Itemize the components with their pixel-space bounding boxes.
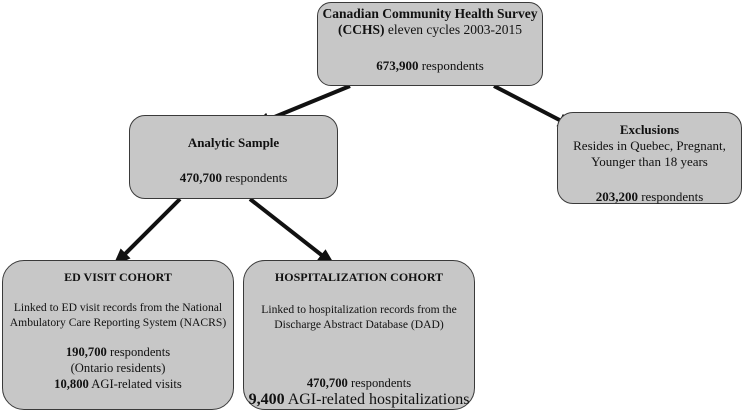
ed-cohort-visits-label: AGI-related visits bbox=[88, 377, 182, 391]
hosp-cohort-hospitalizations-label: AGI-related hospitalizations bbox=[284, 391, 470, 408]
arrow-to-ed-cohort bbox=[112, 197, 182, 267]
cchs-count: 673,900 bbox=[376, 58, 419, 73]
arrow-to-hosp-cohort bbox=[248, 197, 336, 266]
cchs-count-label: respondents bbox=[418, 58, 484, 73]
hosp-cohort-title: HOSPITALIZATION COHORT bbox=[274, 270, 444, 284]
ed-cohort-residents: (Ontario residents) bbox=[70, 361, 166, 375]
cchs-title: Canadian Community Health Survey (CCHS) bbox=[322, 6, 538, 37]
cchs-box: Canadian Community Health Survey (CCHS) … bbox=[317, 2, 543, 86]
ed-cohort-description: Linked to ED visit records from the Nati… bbox=[9, 301, 227, 329]
hosp-cohort-description: Linked to hospitalization records from t… bbox=[261, 303, 457, 331]
ed-cohort-title: ED VISIT COHORT bbox=[64, 270, 172, 284]
exclusions-box: Exclusions Resides in Quebec, Pregnant, … bbox=[557, 112, 742, 204]
cchs-title-rest: eleven cycles 2003-2015 bbox=[384, 22, 523, 37]
ed-cohort-count-label: respondents bbox=[106, 345, 171, 359]
analytic-count-label: respondents bbox=[221, 170, 288, 185]
analytic-count: 470,700 bbox=[179, 170, 222, 185]
ed-cohort-visits: 10,800 bbox=[54, 377, 89, 391]
exclusions-title: Exclusions bbox=[619, 122, 680, 137]
hospitalization-cohort-box: HOSPITALIZATION COHORT Linked to hospita… bbox=[243, 260, 475, 410]
hosp-cohort-count: 470,700 bbox=[306, 376, 348, 390]
analytic-sample-box: Analytic Sample 470,700 respondents bbox=[129, 115, 338, 199]
ed-visit-cohort-box: ED VISIT COHORT Linked to ED visit recor… bbox=[2, 260, 234, 410]
ed-cohort-count: 190,700 bbox=[65, 345, 107, 359]
hosp-cohort-count-label: respondents bbox=[347, 376, 412, 390]
exclusions-count: 203,200 bbox=[595, 189, 638, 204]
exclusions-criteria: Resides in Quebec, Pregnant, Younger tha… bbox=[573, 138, 726, 169]
hosp-cohort-hospitalizations: 9,400 bbox=[248, 391, 285, 408]
analytic-title: Analytic Sample bbox=[187, 135, 280, 150]
exclusions-count-label: respondents bbox=[637, 189, 704, 204]
